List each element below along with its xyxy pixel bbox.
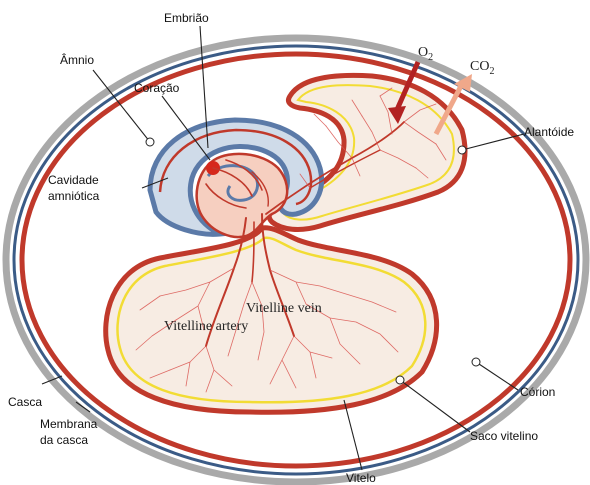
label-o2-subscript: 2 xyxy=(428,52,433,63)
label-vitelline-vein: Vitelline vein xyxy=(246,301,322,316)
label-coracao: Coração xyxy=(134,81,180,95)
label-corion: Córion xyxy=(520,385,555,399)
label-alantoide: Alantóide xyxy=(524,125,574,139)
label-co2: CO2 xyxy=(470,59,494,77)
label-o2-base: O xyxy=(418,45,428,60)
label-co2-base: CO xyxy=(470,59,489,74)
label-embriao: Embrião xyxy=(164,11,209,25)
label-amnio: Âmnio xyxy=(60,52,94,67)
label-vitelo: Vitelo xyxy=(346,471,376,485)
label-cavidade-line1: Cavidade xyxy=(48,173,99,187)
label-casca: Casca xyxy=(8,395,42,409)
label-saco-vitelino: Saco vitelino xyxy=(470,429,538,443)
label-membrana-line2: da casca xyxy=(40,433,88,447)
label-vitelline-artery: Vitelline artery xyxy=(164,319,248,334)
label-cavidade-line2: amniótica xyxy=(48,189,100,203)
label-co2-subscript: 2 xyxy=(489,66,494,77)
label-membrana-line1: Membrana xyxy=(40,417,98,431)
